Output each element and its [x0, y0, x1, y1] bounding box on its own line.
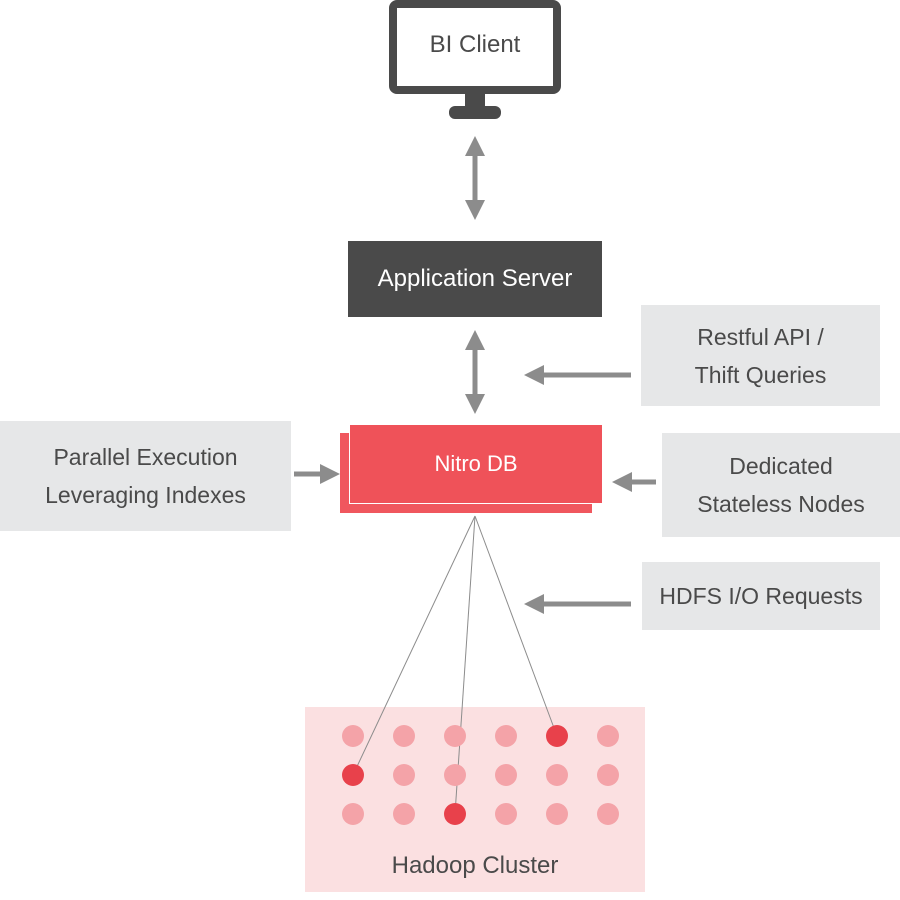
- cluster-node: [597, 803, 619, 825]
- cluster-node: [495, 803, 517, 825]
- restful-api-note-line1: Restful API /: [697, 323, 824, 350]
- cluster-node: [546, 764, 568, 786]
- parallel-execution-note: Parallel Execution Leveraging Indexes: [0, 421, 291, 531]
- nitro-db-box: Nitro DB: [349, 425, 602, 504]
- cluster-node: [546, 803, 568, 825]
- cluster-node: [393, 803, 415, 825]
- dedicated-nodes-note: Dedicated Stateless Nodes: [662, 433, 900, 537]
- cluster-node: [393, 764, 415, 786]
- cluster-node: [444, 764, 466, 786]
- cluster-nodes: [342, 725, 619, 825]
- restful-api-note: Restful API / Thift Queries: [641, 305, 880, 406]
- fan-line: [454, 515, 476, 815]
- cluster-node-active: [546, 725, 568, 747]
- cluster-node: [495, 725, 517, 747]
- dedicated-nodes-note-line2: Stateless Nodes: [697, 491, 865, 517]
- cluster-node-active: [342, 764, 364, 786]
- hadoop-cluster-label: Hadoop Cluster: [391, 852, 559, 879]
- cluster-node: [597, 764, 619, 786]
- fan-line: [352, 515, 476, 776]
- cluster-node: [393, 725, 415, 747]
- cluster-node: [597, 725, 619, 747]
- cluster-node: [444, 725, 466, 747]
- hdfs-fan-lines: [352, 515, 558, 815]
- parallel-execution-note-line1: Parallel Execution: [53, 444, 238, 470]
- cluster-node-active: [444, 803, 466, 825]
- monitor-icon: [389, 0, 561, 119]
- cluster-node: [495, 764, 517, 786]
- cluster-node: [342, 803, 364, 825]
- fan-line: [474, 515, 558, 737]
- cluster-node: [342, 725, 364, 747]
- bi-client-label: BI Client: [429, 31, 521, 58]
- application-server-box: Application Server: [348, 241, 602, 317]
- restful-api-note-line2: Thift Queries: [694, 361, 827, 388]
- hdfs-requests-note: HDFS I/O Requests: [642, 562, 880, 630]
- dedicated-nodes-note-line1: Dedicated: [729, 453, 833, 479]
- parallel-execution-note-line2: Leveraging Indexes: [45, 482, 246, 508]
